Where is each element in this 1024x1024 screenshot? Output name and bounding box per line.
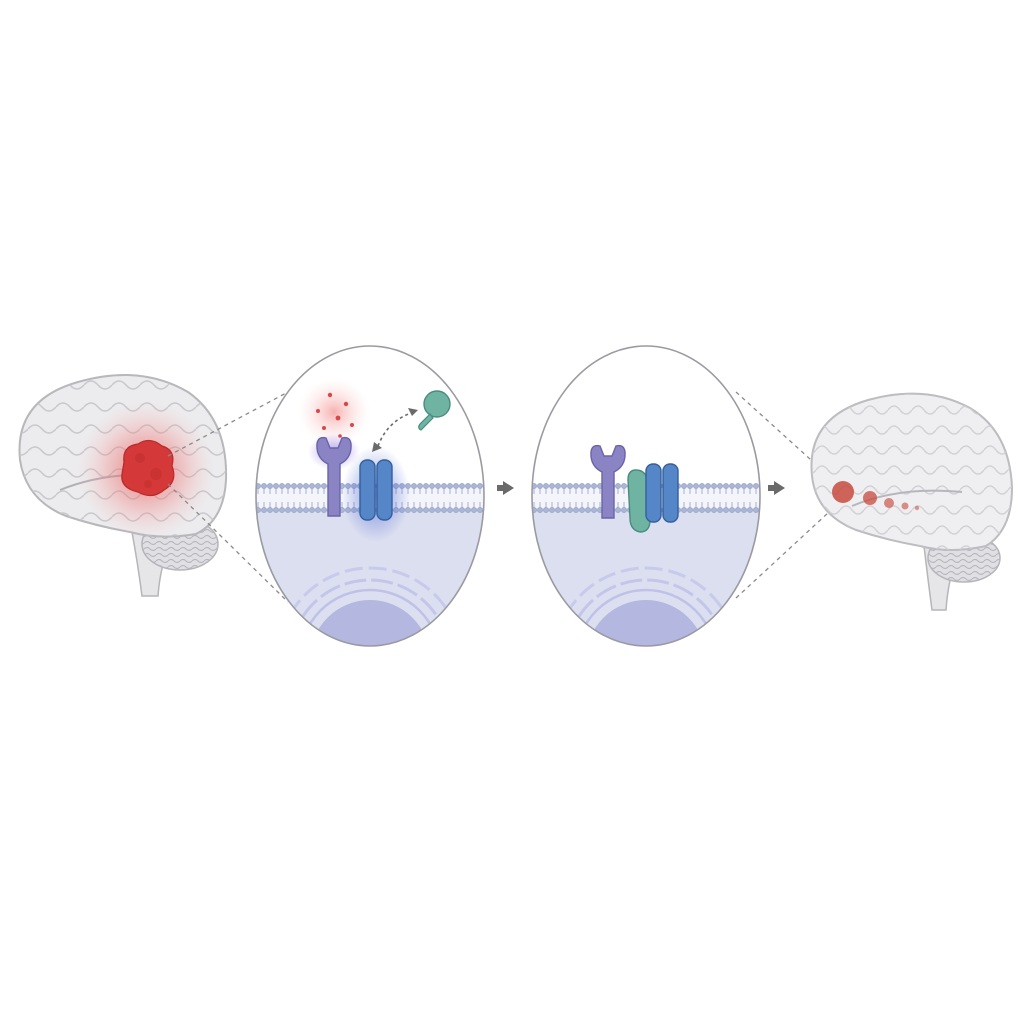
process-arrow-1 — [497, 481, 514, 495]
signal-cloud — [298, 378, 370, 446]
nucleus-right — [552, 566, 740, 646]
binding-arrow — [372, 408, 418, 452]
signal-particles — [316, 392, 354, 438]
zoom-panel-left — [255, 345, 485, 647]
zoom-panel-right — [531, 345, 761, 647]
lesion-trail-right — [832, 481, 920, 511]
ion-channel-right — [645, 463, 679, 523]
nucleus-left — [276, 566, 464, 646]
lesion-left — [121, 439, 175, 497]
receptor-right — [590, 444, 626, 519]
zoom-line-bottom-right — [735, 499, 843, 599]
process-arrow-2 — [768, 481, 785, 495]
ion-channel-left — [359, 459, 393, 521]
brain-right — [810, 392, 1014, 611]
zoom-line-top-left — [167, 391, 289, 457]
receptor-left — [316, 436, 352, 517]
ligand-free — [418, 390, 451, 431]
brain-left — [18, 373, 228, 597]
